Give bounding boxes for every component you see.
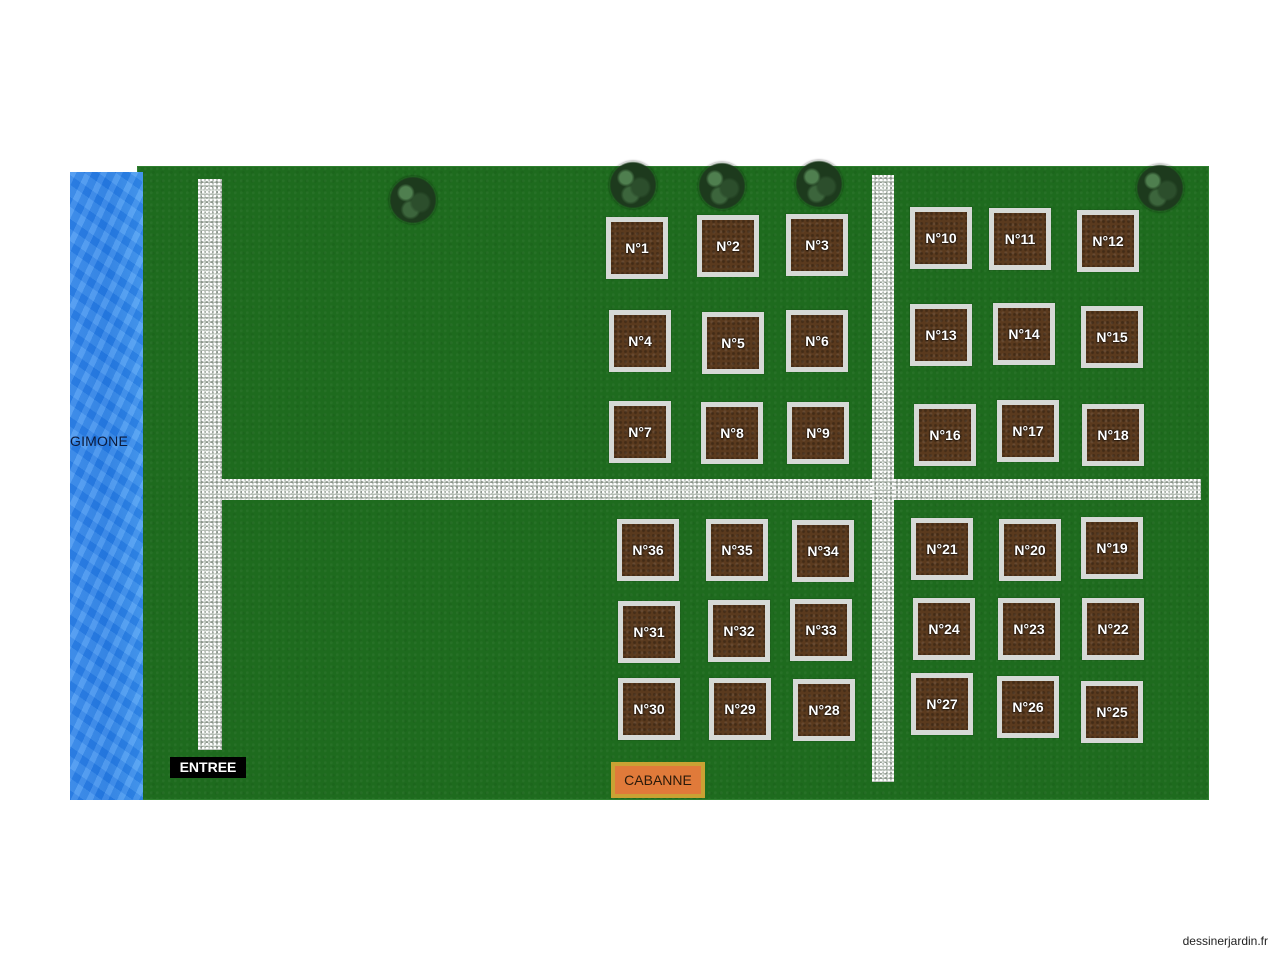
river-gimone	[70, 172, 143, 800]
plot[interactable]: N°15	[1081, 306, 1143, 368]
plot[interactable]: N°11	[989, 208, 1051, 270]
plot[interactable]: N°20	[999, 519, 1061, 581]
plot[interactable]: N°16	[914, 404, 976, 466]
plot-label: N°31	[633, 624, 665, 640]
footer-credit: dessinerjardin.fr	[1182, 934, 1268, 948]
plot[interactable]: N°5	[702, 312, 764, 374]
plot[interactable]: N°10	[910, 207, 972, 269]
tree-icon	[609, 161, 657, 209]
plot-label: N°13	[925, 327, 957, 343]
path-west	[198, 179, 222, 750]
plot[interactable]: N°24	[913, 598, 975, 660]
plot-label: N°7	[628, 424, 652, 440]
plot-label: N°4	[628, 333, 652, 349]
plot-label: N°33	[805, 622, 837, 638]
plot[interactable]: N°31	[618, 601, 680, 663]
plot[interactable]: N°3	[786, 214, 848, 276]
plot[interactable]: N°21	[911, 518, 973, 580]
plot[interactable]: N°2	[697, 215, 759, 277]
tree-icon	[1136, 164, 1184, 212]
shed: CABANNE	[611, 762, 705, 798]
plot-label: N°22	[1097, 621, 1129, 637]
plot[interactable]: N°14	[993, 303, 1055, 365]
plot[interactable]: N°12	[1077, 210, 1139, 272]
plot[interactable]: N°18	[1082, 404, 1144, 466]
plot[interactable]: N°26	[997, 676, 1059, 738]
plot-label: N°21	[926, 541, 958, 557]
plot-label: N°11	[1004, 231, 1036, 247]
shed-label: CABANNE	[615, 766, 701, 794]
plot-label: N°25	[1096, 704, 1128, 720]
plot[interactable]: N°32	[708, 600, 770, 662]
plot[interactable]: N°4	[609, 310, 671, 372]
plot-label: N°27	[926, 696, 958, 712]
path-main	[198, 479, 1201, 500]
plot-label: N°19	[1096, 540, 1128, 556]
plot[interactable]: N°9	[787, 402, 849, 464]
tree-icon	[795, 160, 843, 208]
plot[interactable]: N°19	[1081, 517, 1143, 579]
plot-label: N°15	[1096, 329, 1128, 345]
plot-label: N°30	[633, 701, 665, 717]
plot-label: N°17	[1012, 423, 1044, 439]
plot[interactable]: N°17	[997, 400, 1059, 462]
plot[interactable]: N°13	[910, 304, 972, 366]
plot[interactable]: N°36	[617, 519, 679, 581]
path-central	[872, 175, 894, 782]
plot[interactable]: N°7	[609, 401, 671, 463]
plot-label: N°28	[808, 702, 840, 718]
plot-label: N°10	[925, 230, 957, 246]
plot-label: N°29	[724, 701, 756, 717]
plot-label: N°16	[929, 427, 961, 443]
plot[interactable]: N°23	[998, 598, 1060, 660]
plot[interactable]: N°27	[911, 673, 973, 735]
plot[interactable]: N°1	[606, 217, 668, 279]
plot-label: N°36	[632, 542, 664, 558]
plot-label: N°18	[1097, 427, 1129, 443]
plot[interactable]: N°25	[1081, 681, 1143, 743]
plot-label: N°32	[723, 623, 755, 639]
plot[interactable]: N°6	[786, 310, 848, 372]
plot-label: N°20	[1014, 542, 1046, 558]
plot[interactable]: N°22	[1082, 598, 1144, 660]
plot-label: N°35	[721, 542, 753, 558]
plot-label: N°24	[928, 621, 960, 637]
entrance-label: ENTREE	[170, 757, 246, 778]
plot-label: N°23	[1013, 621, 1045, 637]
river-label: GIMONE	[70, 433, 128, 449]
plot[interactable]: N°29	[709, 678, 771, 740]
plot-label: N°1	[625, 240, 649, 256]
plot[interactable]: N°30	[618, 678, 680, 740]
tree-icon	[389, 176, 437, 224]
plot-label: N°26	[1012, 699, 1044, 715]
plot-label: N°2	[716, 238, 740, 254]
plot-label: N°8	[720, 425, 744, 441]
plot[interactable]: N°33	[790, 599, 852, 661]
plot-label: N°5	[721, 335, 745, 351]
plot-label: N°12	[1092, 233, 1124, 249]
plot[interactable]: N°34	[792, 520, 854, 582]
plot[interactable]: N°35	[706, 519, 768, 581]
plot-label: N°9	[806, 425, 830, 441]
plot[interactable]: N°8	[701, 402, 763, 464]
plot[interactable]: N°28	[793, 679, 855, 741]
plot-label: N°14	[1008, 326, 1040, 342]
plot-label: N°34	[807, 543, 839, 559]
tree-icon	[698, 162, 746, 210]
plot-label: N°3	[805, 237, 829, 253]
plot-label: N°6	[805, 333, 829, 349]
